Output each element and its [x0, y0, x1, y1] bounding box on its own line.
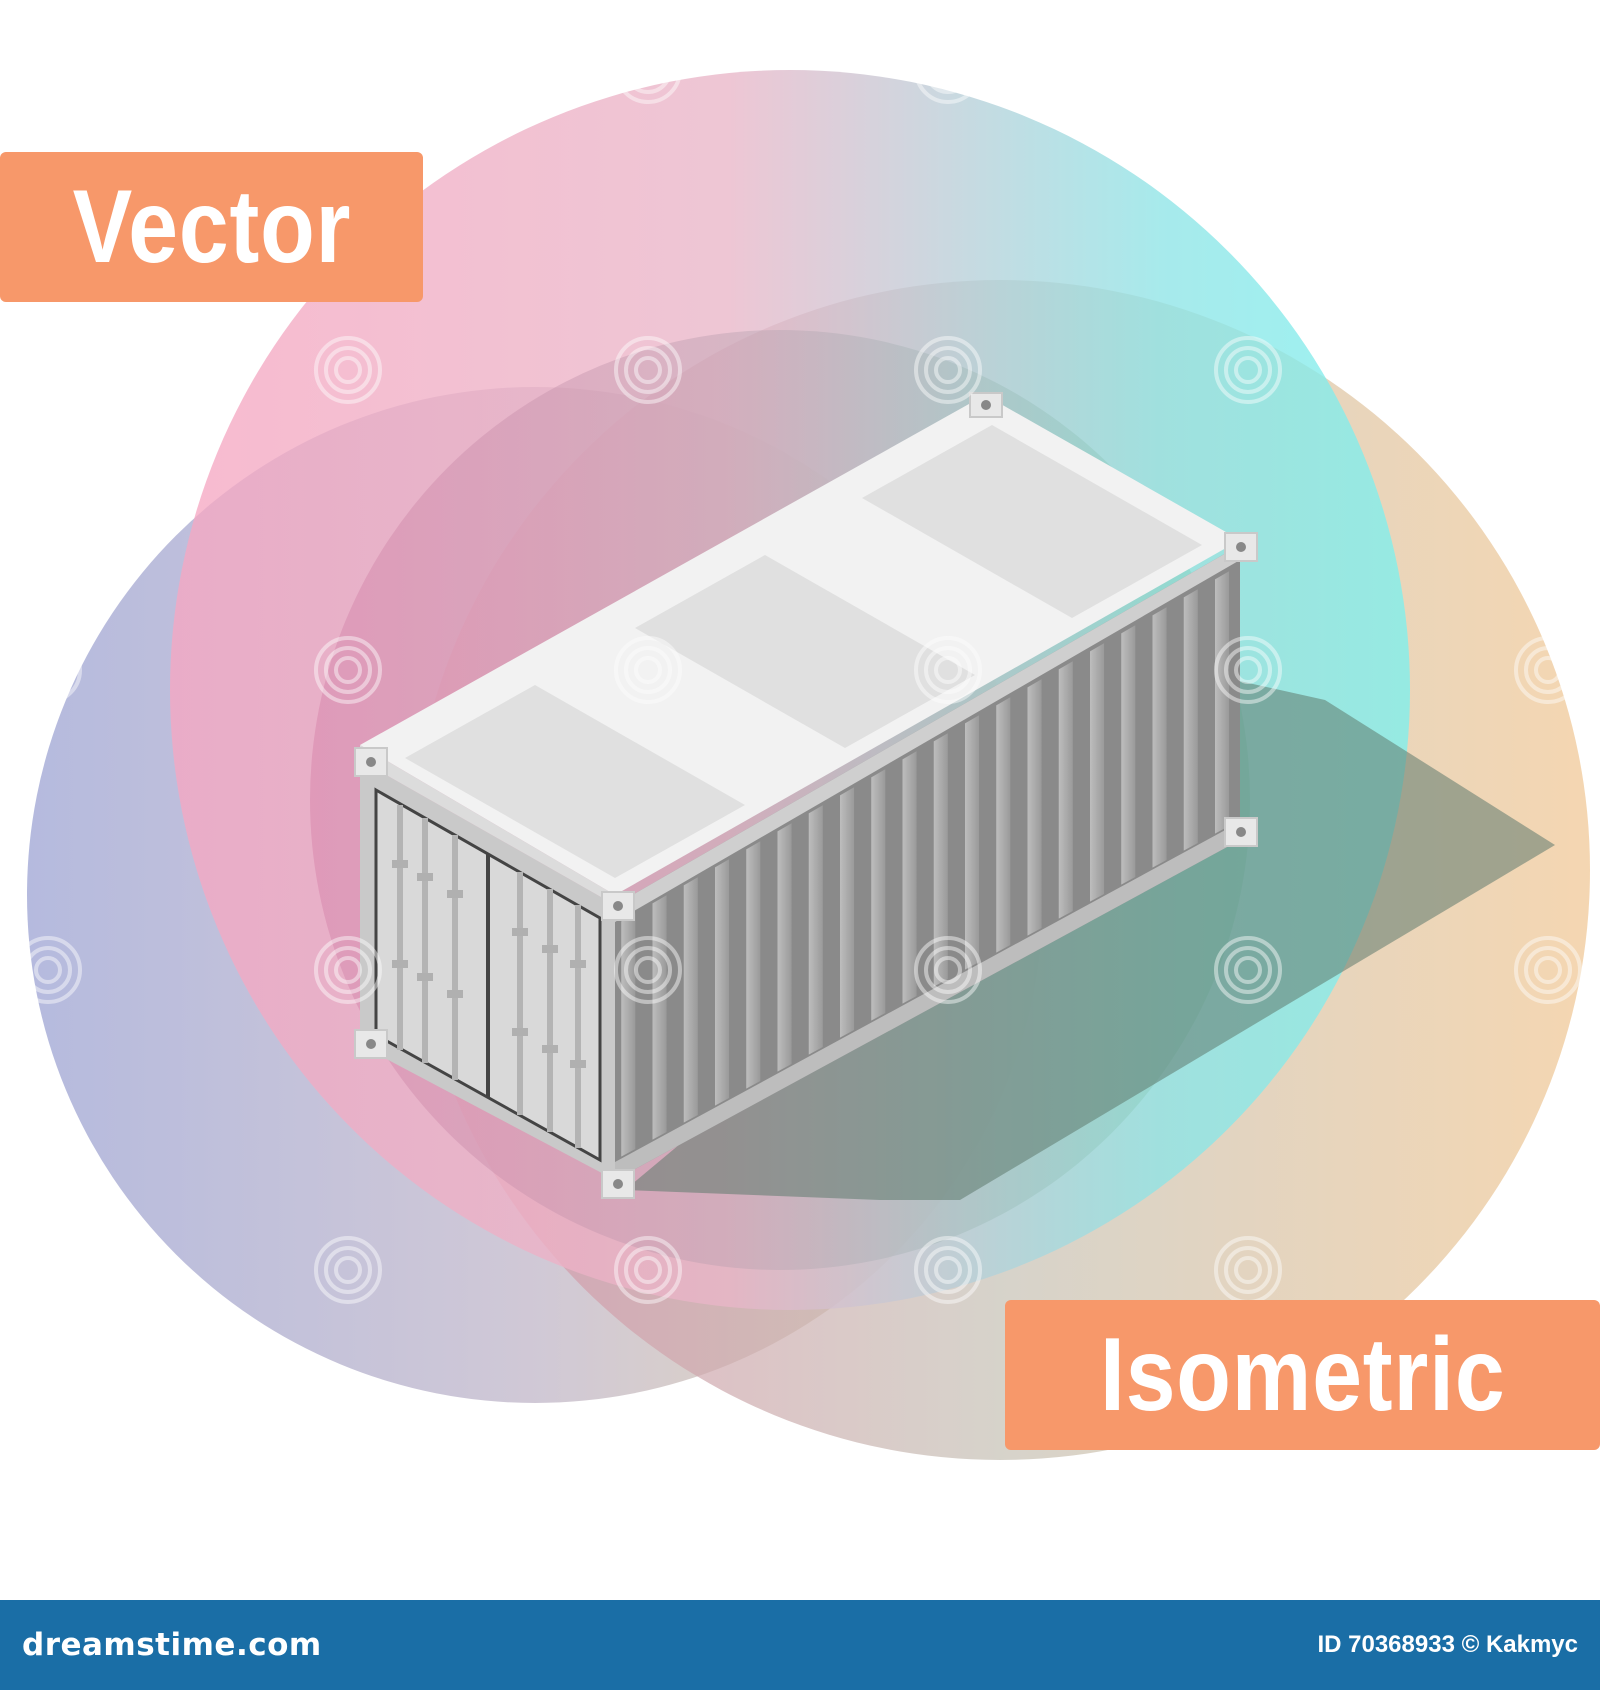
container-rib	[1121, 625, 1136, 885]
container-rib	[621, 913, 636, 1157]
footer-bar: dreamstime.com ID 70368933 © Kakmyc	[0, 1600, 1600, 1690]
watermark-spiral-icon	[314, 1236, 382, 1304]
container-rib	[902, 751, 917, 1004]
corner-castings	[354, 392, 1258, 1199]
container-rib	[1215, 571, 1230, 834]
container-shadow	[625, 680, 1555, 1200]
watermark-spiral-icon	[1514, 336, 1582, 404]
container-rib	[840, 787, 855, 1038]
watermark-spiral-icon	[1214, 636, 1282, 704]
watermark-spiral-icon	[1514, 936, 1582, 1004]
watermark-spiral-icon	[914, 936, 982, 1004]
watermark-spiral-icon	[1214, 36, 1282, 104]
container-rib	[965, 715, 980, 970]
container-rib	[1058, 661, 1073, 919]
watermark-spiral-icon	[1514, 1236, 1582, 1304]
container-rib	[1090, 643, 1105, 902]
vector-label: Vector	[0, 152, 423, 302]
watermark-spiral-icon	[14, 636, 82, 704]
watermark-spiral-icon	[314, 36, 382, 104]
isometric-label: Isometric	[1005, 1300, 1600, 1450]
watermark-spiral-icon	[914, 336, 982, 404]
container-rib	[715, 859, 730, 1106]
watermark-spiral-icon	[1214, 936, 1282, 1004]
container-rib	[871, 769, 886, 1021]
watermark-spiral-icon	[1214, 1536, 1282, 1600]
watermark-spiral-icon	[614, 1236, 682, 1304]
container-rib	[933, 733, 948, 987]
watermark-spiral-icon	[14, 936, 82, 1004]
container-rib	[1183, 589, 1198, 851]
watermark-spiral-icon	[314, 1536, 382, 1600]
watermark-spiral-icon	[1514, 1536, 1582, 1600]
container-rib	[652, 895, 667, 1140]
watermark-spiral-icon	[614, 636, 682, 704]
vector-label-text: Vector	[72, 168, 351, 285]
watermark-spiral-icon	[314, 936, 382, 1004]
watermark-spiral-icon	[14, 1236, 82, 1304]
watermark-layer	[14, 36, 1582, 1600]
watermark-spiral-icon	[914, 36, 982, 104]
watermark-spiral-icon	[14, 1536, 82, 1600]
watermark-spiral-icon	[314, 636, 382, 704]
container-rib	[1152, 607, 1167, 868]
site-name[interactable]: dreamstime.com	[22, 1627, 322, 1663]
watermark-spiral-icon	[1514, 36, 1582, 104]
container-long-side	[615, 545, 1240, 1180]
container-rib	[746, 841, 761, 1089]
image-credit: ID 70368933 © Kakmyc	[1317, 1631, 1578, 1658]
container-rib	[808, 805, 823, 1055]
watermark-spiral-icon	[14, 36, 82, 104]
watermark-spiral-icon	[614, 1536, 682, 1600]
container-rib	[683, 877, 698, 1123]
watermark-spiral-icon	[914, 1236, 982, 1304]
watermark-spiral-icon	[1214, 336, 1282, 404]
container-rib	[1027, 679, 1042, 936]
container-rib	[777, 823, 792, 1072]
watermark-spiral-icon	[14, 336, 82, 404]
isometric-container-illustration	[14, 36, 1590, 1600]
container-door-end	[360, 760, 615, 1180]
isometric-label-text: Isometric	[1099, 1316, 1506, 1433]
watermark-spiral-icon	[914, 636, 982, 704]
watermark-spiral-icon	[614, 336, 682, 404]
container-roof	[360, 395, 1240, 905]
watermark-spiral-icon	[1514, 636, 1582, 704]
watermark-spiral-icon	[614, 936, 682, 1004]
watermark-spiral-icon	[914, 1536, 982, 1600]
watermark-spiral-icon	[314, 336, 382, 404]
watermark-spiral-icon	[614, 36, 682, 104]
container-rib	[996, 697, 1011, 953]
